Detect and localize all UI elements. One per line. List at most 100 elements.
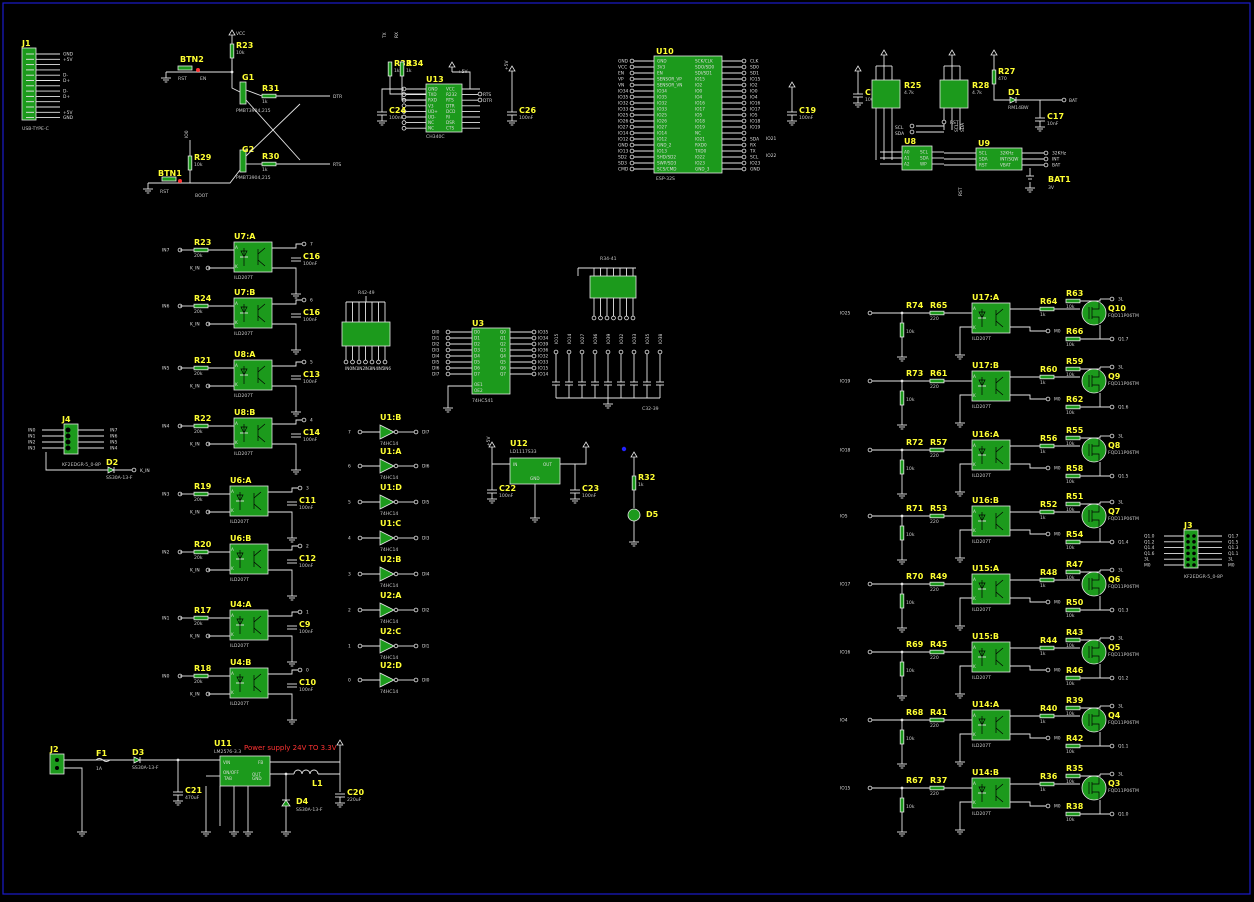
esp-net: IO16: [750, 101, 761, 107]
resistor-ref: R58: [1066, 464, 1084, 473]
mosfet-ref: Q6: [1108, 575, 1121, 584]
j3-pin: [1186, 563, 1190, 567]
output-net: IO19: [840, 379, 851, 385]
mosfet-symbol: [1088, 572, 1100, 596]
u3-net: IO32: [538, 354, 549, 360]
inv-ref: U1:C: [380, 519, 401, 528]
inv-in: 5: [348, 500, 351, 506]
usb-pin-net: +5V: [63, 110, 72, 116]
net-terminal: [357, 535, 363, 541]
optocoupler-ref: U14:B: [972, 768, 999, 777]
net-terminal: [413, 677, 419, 683]
esp-pin: NC: [695, 131, 701, 136]
resistor-ref: R23: [194, 238, 211, 247]
power-symbol: [948, 49, 956, 56]
net-terminal: [741, 70, 747, 76]
wire: [245, 89, 263, 97]
opto-transistor: [257, 247, 266, 255]
u11-ref: U11: [214, 739, 232, 748]
resistor-ref: R45: [930, 640, 948, 649]
capacitor-ref: C23: [582, 484, 599, 493]
net-terminal: [629, 82, 635, 88]
j3-pin: [1186, 551, 1190, 556]
transistor-g2: [239, 149, 247, 173]
u3-pin: Q3: [500, 348, 506, 353]
wire: [1010, 394, 1048, 400]
resistor-ref: R22: [194, 414, 211, 423]
net-terminal: [867, 378, 873, 384]
net-terminal: [131, 467, 137, 473]
wire: [993, 84, 1010, 101]
j4-net: IN2: [28, 440, 36, 446]
j3-net: 3L: [1228, 557, 1234, 563]
power-symbol: [508, 65, 516, 72]
wire: [1099, 528, 1110, 543]
net-terminal: [741, 100, 747, 106]
u11-pin: OUT: [252, 772, 261, 777]
net-terminal: [1109, 404, 1115, 410]
resistor-value: 20k: [194, 679, 203, 685]
u3-pin: Q1: [500, 336, 506, 341]
esp-net: TX: [749, 149, 756, 155]
resistor: [899, 797, 905, 813]
esp-pin: IO32: [657, 101, 667, 106]
u8-pin: WP: [920, 162, 927, 167]
opto-transistor: [253, 503, 262, 511]
m0-net: M0: [1054, 668, 1061, 674]
u11-pin: GND: [252, 776, 262, 781]
inv-value: 74HC14: [380, 475, 398, 481]
input-net: IN2: [162, 550, 170, 556]
mosfet-ref: Q3: [1108, 779, 1120, 788]
net-terminal: [1045, 667, 1051, 673]
mosfet-value: FQD11P06TM: [1108, 584, 1139, 590]
j3-net: Q1.7: [1228, 534, 1239, 540]
net-terminal: [1109, 743, 1115, 749]
net-terminal: [1109, 771, 1115, 777]
capacitor-value: 100nF: [299, 687, 314, 693]
d5-ref: D5: [646, 510, 659, 519]
resistor-value: 220: [930, 723, 939, 729]
esp-net: IO4: [750, 95, 758, 101]
net-terminal: [376, 359, 381, 365]
inv-ref: U2:A: [380, 591, 402, 600]
optocoupler-value: ILD207T: [234, 393, 253, 399]
u3-pin: D3: [474, 348, 480, 353]
resistor-value: 10k: [906, 600, 915, 606]
pin-label: K: [231, 566, 234, 571]
pin-label: K: [973, 732, 976, 737]
inv-out: DI2: [422, 608, 430, 614]
wire: [190, 169, 241, 184]
esp-pin: SHD/SD2: [657, 155, 676, 160]
capacitor-value: 100nF: [303, 379, 318, 385]
inductor-l1: [293, 769, 319, 775]
net-terminal: [741, 124, 747, 130]
resistor-value: 1k: [1040, 719, 1046, 725]
resistor-value: 10k: [906, 736, 915, 742]
opto-transistor: [995, 388, 1004, 396]
u3-net: DI4: [432, 354, 440, 360]
u13-5v: +5V: [458, 69, 467, 75]
u11-value: LM2576-3.3: [214, 749, 241, 755]
net-terminal: [350, 359, 355, 365]
inv-out: DI5: [422, 500, 430, 506]
resistor-ref: R19: [194, 482, 212, 491]
j2-ref: J2: [49, 745, 59, 754]
resistor-value: 20k: [194, 309, 203, 315]
caps-ref: C32-39: [642, 406, 659, 412]
wire: [272, 299, 304, 305]
pin-label: A: [973, 374, 976, 379]
optocoupler-ref: U16:B: [972, 496, 999, 505]
capacitor-value: 100nF: [299, 563, 314, 569]
output-net: IO25: [840, 311, 851, 317]
pin-label: K: [973, 325, 976, 330]
opto-transistor: [995, 727, 1004, 735]
capacitor-value: 10nF: [1047, 121, 1059, 127]
u13-pin: NC: [428, 120, 434, 125]
rpd-ref: R72: [906, 438, 923, 447]
inv-in: 3: [348, 572, 351, 578]
capacitor-ref: C17: [1047, 112, 1064, 121]
optocoupler: [229, 609, 269, 641]
u13-pin: RXD: [428, 98, 437, 103]
net-terminal: [382, 359, 388, 365]
u3-net: IO33: [538, 360, 549, 366]
